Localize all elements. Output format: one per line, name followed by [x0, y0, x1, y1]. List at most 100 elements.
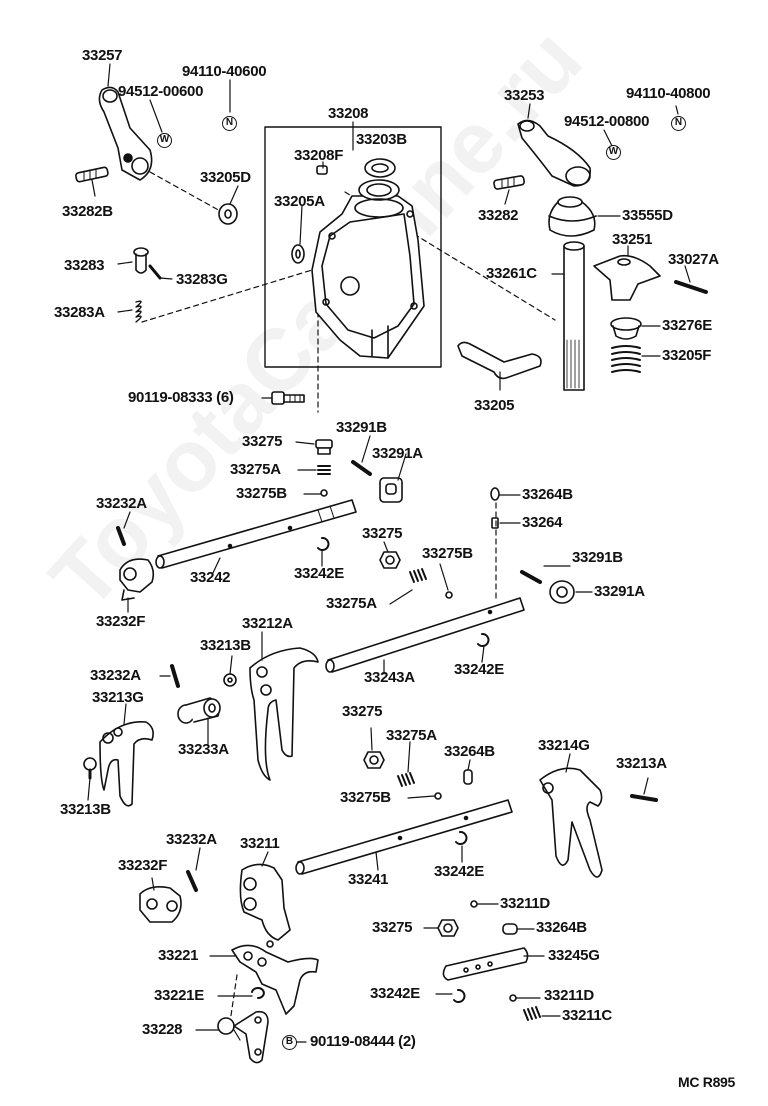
label-33282[interactable]: 33282: [478, 207, 519, 224]
pin-33291b-a: [351, 460, 372, 476]
label-33205f[interactable]: 33205F: [662, 347, 712, 364]
label-33213b-low[interactable]: 33213B: [60, 801, 111, 818]
label-94110-40600[interactable]: 94110-40600: [182, 63, 267, 80]
spring-33211c: [523, 1006, 541, 1021]
boot-33555d: [548, 196, 597, 237]
leader-lines: [87, 63, 691, 1043]
label-33228[interactable]: 33228: [142, 1021, 183, 1038]
label-90119-08444[interactable]: 90119-08444 (2): [310, 1033, 416, 1050]
spring-33205f: [611, 345, 641, 373]
label-33291a-mid[interactable]: 33291A: [594, 583, 645, 600]
label-33264[interactable]: 33264: [522, 514, 563, 531]
shift-head-33232f-b: [139, 886, 182, 923]
label-33275b-mid[interactable]: 33275B: [422, 545, 473, 562]
shift-rail-33243a: [325, 597, 525, 673]
interlock-pin-33245g: [442, 947, 529, 981]
label-33211d-bottom[interactable]: 33211D: [544, 987, 594, 1004]
label-33264b-low[interactable]: 33264B: [536, 919, 587, 936]
shift-fork-33214g: [539, 767, 603, 878]
snap-ring-33242e-b: [477, 633, 490, 647]
label-33275a-low[interactable]: 33275A: [386, 727, 437, 744]
label-33283a[interactable]: 33283A: [54, 304, 105, 321]
b-symbol-icon: B: [282, 1035, 297, 1050]
label-33208f[interactable]: 33208F: [294, 147, 344, 164]
plug-33275-c: [363, 751, 385, 769]
label-94512-00800[interactable]: 94512-00800: [564, 113, 650, 130]
label-33205a[interactable]: 33205A: [274, 193, 325, 210]
shift-lever-33251: [593, 254, 661, 301]
label-33275b-top[interactable]: 33275B: [236, 485, 287, 502]
label-33291a-top[interactable]: 33291A: [372, 445, 423, 462]
label-33232a-mid[interactable]: 33232A: [90, 667, 141, 684]
label-33213g[interactable]: 33213G: [92, 689, 144, 706]
shift-fork-33221: [231, 944, 319, 1015]
shift-lever-33253: [517, 119, 591, 187]
label-33233a[interactable]: 33233A: [178, 741, 229, 758]
label-33291b-top[interactable]: 33291B: [336, 419, 387, 436]
label-33205[interactable]: 33205: [474, 397, 515, 414]
label-33213b-mid[interactable]: 33213B: [200, 637, 251, 654]
label-33232a-top[interactable]: 33232A: [96, 495, 147, 512]
label-33275b-low[interactable]: 33275B: [340, 789, 391, 806]
pin-33232a-c: [186, 870, 198, 892]
label-33261c[interactable]: 33261C: [486, 265, 537, 282]
label-94512-00600[interactable]: 94512-00600: [118, 83, 204, 100]
label-33275a-top[interactable]: 33275A: [230, 461, 281, 478]
label-33275-bottom[interactable]: 33275: [372, 919, 413, 936]
spring-33275a-c: [397, 772, 415, 787]
label-33275a-mid[interactable]: 33275A: [326, 595, 377, 612]
label-33232a-low[interactable]: 33232A: [166, 831, 217, 848]
label-33221e[interactable]: 33221E: [154, 987, 204, 1004]
label-33242e-low[interactable]: 33242E: [434, 863, 484, 880]
label-33276e[interactable]: 33276E: [662, 317, 712, 334]
label-33242[interactable]: 33242: [190, 569, 231, 586]
label-33242e-bottom[interactable]: 33242E: [370, 985, 420, 1002]
ball-33275b-a: [320, 489, 328, 497]
label-33283g[interactable]: 33283G: [176, 271, 228, 288]
label-33205d[interactable]: 33205D: [200, 169, 251, 186]
label-33253[interactable]: 33253: [504, 87, 545, 104]
label-33283[interactable]: 33283: [64, 257, 105, 274]
n-symbol-icon: N: [671, 116, 686, 131]
label-33275-top[interactable]: 33275: [242, 433, 283, 450]
pin-33232a-a: [116, 526, 126, 546]
shift-rail-33242: [155, 499, 357, 569]
label-33211c[interactable]: 33211C: [562, 1007, 612, 1024]
pin-33291b-b: [520, 570, 542, 584]
label-33027a[interactable]: 33027A: [668, 251, 719, 268]
label-33275-mid[interactable]: 33275: [362, 525, 403, 542]
label-33275-low[interactable]: 33275: [342, 703, 383, 720]
block-33291a-a: [379, 477, 403, 503]
ball-33275b-b: [445, 591, 453, 599]
label-33221[interactable]: 33221: [158, 947, 199, 964]
label-33257[interactable]: 33257: [82, 47, 123, 64]
label-33264b-top[interactable]: 33264B: [522, 486, 573, 503]
label-33211[interactable]: 33211: [240, 835, 280, 852]
label-33555d[interactable]: 33555D: [622, 207, 673, 224]
washer-33205d: [218, 203, 238, 225]
label-33251[interactable]: 33251: [612, 231, 653, 248]
clip-33221e: [251, 987, 265, 999]
label-33208[interactable]: 33208: [328, 105, 369, 122]
label-33203b[interactable]: 33203B: [356, 131, 407, 148]
label-33213a[interactable]: 33213A: [616, 755, 667, 772]
label-33211d-top[interactable]: 33211D: [500, 895, 550, 912]
label-33264b-mid[interactable]: 33264B: [444, 743, 495, 760]
shift-head-33211: [239, 863, 291, 948]
plug-33275-a: [315, 439, 333, 455]
label-33232f-top[interactable]: 33232F: [96, 613, 146, 630]
label-33214g[interactable]: 33214G: [538, 737, 590, 754]
label-94110-40800[interactable]: 94110-40800: [626, 85, 711, 102]
label-33282b[interactable]: 33282B: [62, 203, 113, 220]
label-33243a[interactable]: 33243A: [364, 669, 415, 686]
label-33242e-mid[interactable]: 33242E: [454, 661, 504, 678]
label-90119-08333[interactable]: 90119-08333 (6): [128, 389, 234, 406]
n-symbol-icon: N: [222, 116, 237, 131]
label-33245g[interactable]: 33245G: [548, 947, 600, 964]
label-33232f-low[interactable]: 33232F: [118, 857, 168, 874]
label-33241[interactable]: 33241: [348, 871, 389, 888]
label-33291b-mid[interactable]: 33291B: [572, 549, 623, 566]
label-33212a[interactable]: 33212A: [242, 615, 293, 632]
label-33242e-top[interactable]: 33242E: [294, 565, 344, 582]
ball-33275b-c: [434, 792, 442, 800]
